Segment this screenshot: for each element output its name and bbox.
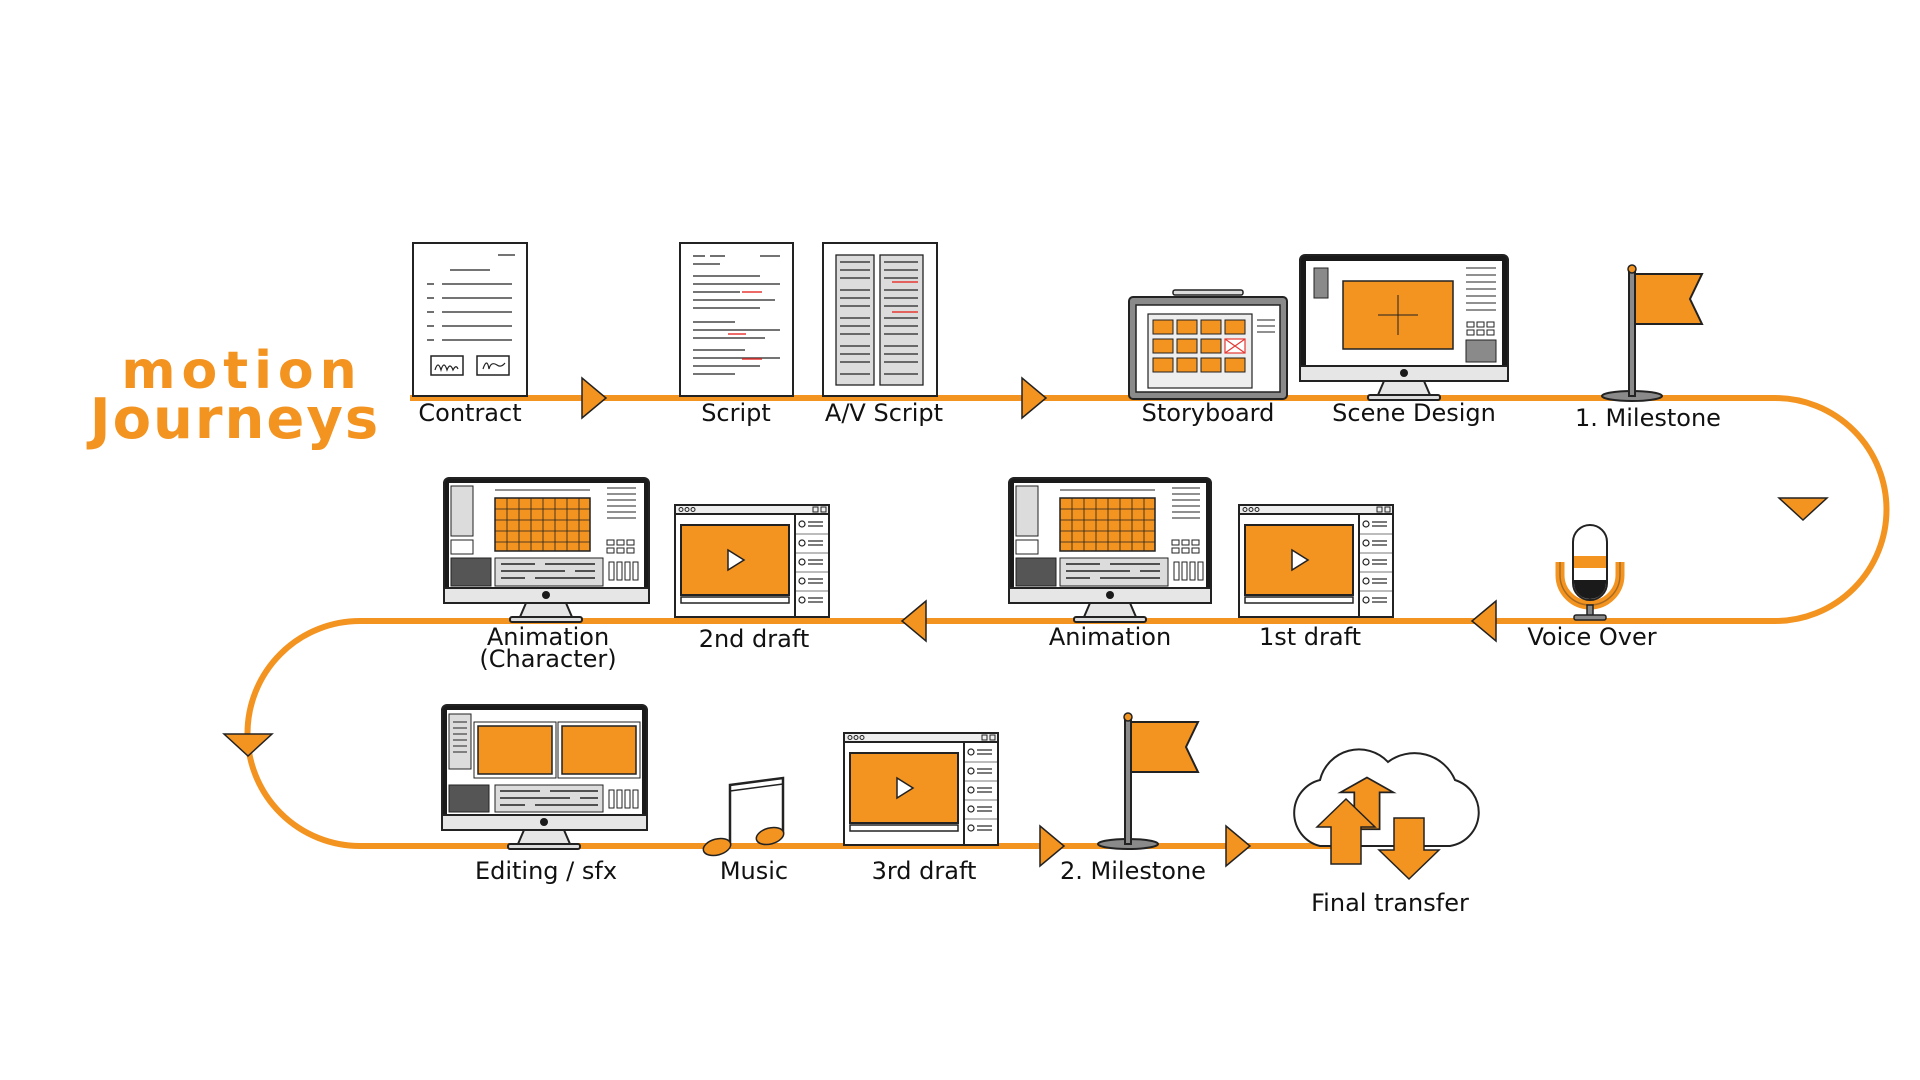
step-label-final-transfer: Final transfer [1311,889,1469,917]
script-document-icon [679,242,794,397]
logo-line-1: motion [121,341,362,401]
step-label-1st-draft: 1st draft [1259,623,1361,651]
step-label-3rd-draft: 3rd draft [872,857,977,885]
step-label-scene-design: Scene Design [1332,399,1496,427]
step-label-script: Script [701,399,771,427]
step-label-animation: Animation [1049,623,1171,651]
video-player-window-icon [674,504,830,618]
arrow-triangle-icon [223,733,273,757]
step-label-voice-over: Voice Over [1527,623,1656,651]
step-label-2nd-draft: 2nd draft [699,625,810,653]
step-label-contract: Contract [418,399,521,427]
step-label-music: Music [720,857,788,885]
cloud-transfer-icon [1293,748,1480,881]
step-label-milestone-2: 2. Milestone [1060,857,1206,885]
arrow-triangle-icon [1471,600,1497,642]
tablet-storyboard-icon [1128,289,1288,400]
editing-software-monitor-icon [441,704,648,850]
desktop-monitor-icon [1299,254,1509,401]
motion-journeys-logo: motion Journeys [86,341,380,452]
step-label-av-script: A/V Script [825,399,943,427]
logo-line-2: Journeys [86,387,380,452]
arrow-triangle-icon [1021,377,1047,419]
arrow-triangle-icon [901,600,927,642]
animation-software-monitor-icon [443,477,650,623]
flag-icon [1097,712,1199,850]
step-label-animation-character-line-1: Animation [487,623,609,651]
step-label-storyboard: Storyboard [1142,399,1275,427]
step-label-editing-sfx: Editing / sfx [475,857,617,885]
video-player-window-icon [1238,504,1394,618]
video-player-window-icon [843,732,999,846]
arrow-triangle-icon [581,377,607,419]
contract-document-icon [412,242,528,397]
music-note-icon [702,776,785,857]
step-label-milestone-1: 1. Milestone [1575,404,1721,432]
workflow-path [244,395,1890,849]
flag-icon [1601,264,1703,402]
animation-software-monitor-icon [1008,477,1212,623]
microphone-icon [1555,524,1625,621]
step-label-animation-character-line-2: (Character) [479,645,616,673]
av-script-document-icon [822,242,938,397]
arrow-triangle-icon [1778,497,1828,521]
arrow-triangle-icon [1225,825,1251,867]
